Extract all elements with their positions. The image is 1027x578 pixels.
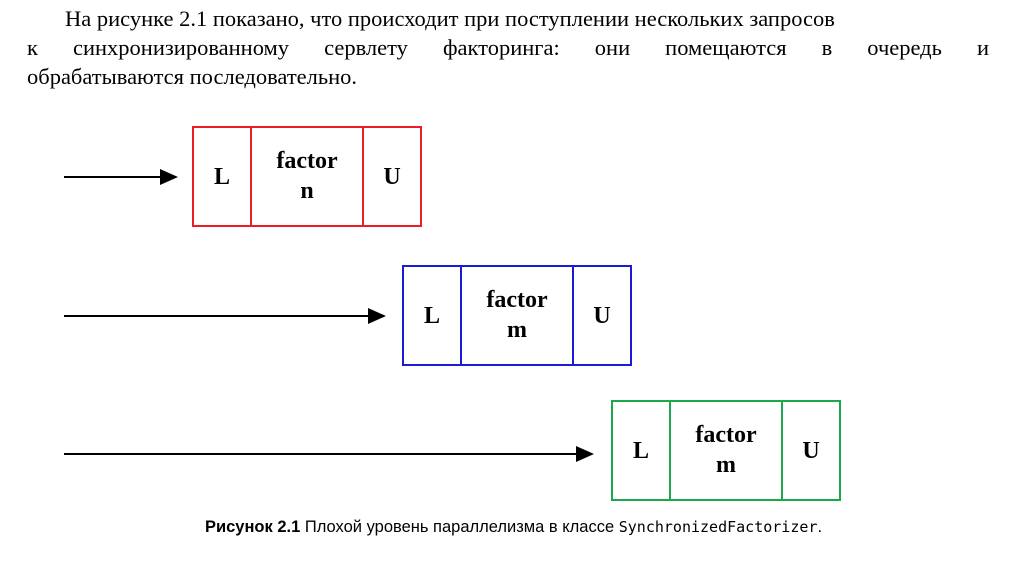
lock-cell: L <box>632 437 649 464</box>
request-arrow <box>64 446 594 462</box>
factor-op-label: factor <box>276 148 338 174</box>
sync-block: L factor n U <box>192 126 422 227</box>
factor-cell: factor n <box>250 128 364 225</box>
caption-end: . <box>817 518 823 536</box>
caption-label: Рисунок 2.1 <box>204 518 301 536</box>
sync-block: L factor m U <box>402 265 632 366</box>
factor-arg-label: m <box>507 317 527 343</box>
caption-class-name: SynchronizedFactorizer <box>618 518 818 536</box>
figure-caption: Рисунок 2.1 Плохой уровень параллелизма … <box>0 518 1027 537</box>
factor-op-label: factor <box>695 422 757 448</box>
arrow-head-icon <box>368 308 386 324</box>
request-arrow <box>64 308 386 324</box>
factor-arg-label: n <box>300 178 314 204</box>
lock-cell: L <box>423 302 440 329</box>
factor-cell: factor m <box>669 402 783 499</box>
factor-op-label: factor <box>486 287 548 313</box>
caption-text: Плохой уровень параллелизма в классе <box>300 518 619 536</box>
body-paragraph: На рисунке 2.1 показано, что происходит … <box>27 4 989 91</box>
paragraph-line: к синхронизированному сервлету факторинг… <box>27 35 989 60</box>
arrow-head-icon <box>576 446 594 462</box>
paragraph-line: На рисунке 2.1 показано, что происходит … <box>65 6 835 31</box>
factor-arg-label: m <box>716 452 736 478</box>
lock-cell: L <box>213 163 230 190</box>
unlock-cell: U <box>802 437 820 464</box>
paragraph-line: обрабатываются последовательно. <box>27 64 358 89</box>
sync-block: L factor m U <box>611 400 841 501</box>
request-arrow <box>64 169 178 185</box>
unlock-cell: U <box>383 163 401 190</box>
unlock-cell: U <box>593 302 611 329</box>
factor-cell: factor m <box>460 267 574 364</box>
arrow-head-icon <box>160 169 178 185</box>
